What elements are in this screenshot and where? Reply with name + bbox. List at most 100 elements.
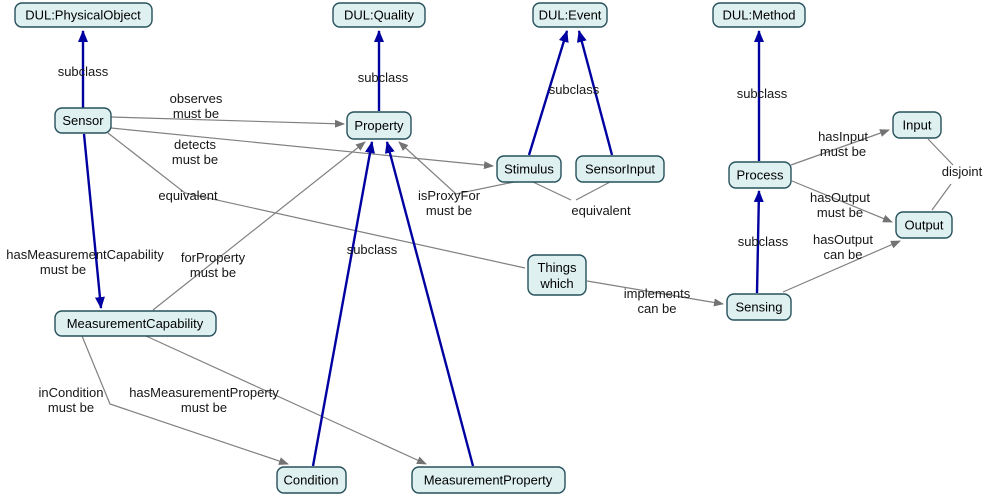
label-has-measurement-property-modality: must be: [181, 400, 227, 415]
label-in-condition-modality: must be: [48, 400, 94, 415]
label-for-property: forProperty: [181, 250, 246, 265]
node-property: Property: [346, 111, 412, 140]
label-has-output-must: hasOutput: [810, 190, 870, 205]
node-box: [346, 111, 412, 140]
label-observes: observes: [170, 91, 223, 106]
node-sensing: Sensing: [726, 293, 792, 321]
node-label: Condition: [284, 473, 339, 488]
edge-disjoint-1: [927, 138, 954, 166]
node-label: Output: [904, 218, 943, 233]
label-has-measurement-capability-modality: must be: [40, 262, 86, 277]
edge-subclass-sensing-process: [753, 190, 764, 294]
label-equivalent-stimulus: equivalent: [571, 203, 631, 218]
node-dul-physical-object: DUL:PhysicalObject: [14, 2, 153, 28]
label-subclass-sensing: subclass: [738, 234, 789, 249]
edge-observes: [110, 116, 345, 128]
node-output: Output: [895, 211, 953, 239]
label-is-proxy-for-modality: must be: [426, 203, 472, 218]
edge-implements: [586, 280, 724, 307]
label-observes-modality: must be: [173, 106, 219, 121]
label-for-property-modality: must be: [190, 265, 236, 280]
node-box: [276, 466, 347, 494]
node-label: Property: [354, 118, 404, 133]
node-box: [895, 211, 953, 239]
node-label: Input: [903, 118, 932, 133]
node-sensor: Sensor: [54, 107, 112, 134]
label-subclass-sensor: subclass: [58, 64, 109, 79]
node-box: [532, 2, 608, 28]
edge-labels: subclass subclass subclass subclass subc…: [6, 64, 982, 415]
label-in-condition: inCondition: [38, 385, 103, 400]
edges: [78, 30, 954, 467]
node-label: Stimulus: [504, 162, 554, 177]
node-box: [728, 161, 792, 189]
node-box: [496, 155, 562, 183]
label-implements-modality: can be: [637, 301, 676, 316]
node-box: [527, 254, 587, 296]
edge-has-output-can: [782, 240, 901, 293]
edge-has-output-must: [791, 180, 893, 223]
edge-has-input: [790, 129, 890, 166]
node-label: DUL:Quality: [344, 8, 415, 23]
label-has-output-must-modality: must be: [817, 205, 863, 220]
node-label: Sensor: [62, 113, 104, 128]
node-label: Process: [737, 168, 784, 183]
edge-subclass-condition-property: [311, 141, 375, 467]
node-label: MeasurementProperty: [424, 473, 553, 488]
edge-detects: [110, 127, 494, 170]
node-stimulus: Stimulus: [496, 155, 562, 183]
edge-has-measurement-capability: [82, 133, 105, 309]
node-box: [54, 107, 112, 134]
node-box: [726, 293, 792, 321]
label-is-proxy-for: isProxyFor: [418, 188, 481, 203]
edge-has-measurement-property: [145, 335, 427, 465]
label-disjoint: disjoint: [942, 164, 983, 179]
edge-subclass-sensorinput-event: [576, 30, 614, 156]
node-box: [892, 111, 942, 139]
label-detects-modality: must be: [172, 152, 218, 167]
edge-for-property: [152, 141, 366, 311]
node-box: [575, 155, 665, 183]
node-dul-event: DUL:Event: [532, 2, 608, 28]
label-has-output-can-modality: can be: [823, 247, 862, 262]
node-dul-quality: DUL:Quality: [332, 2, 426, 28]
edge-in-condition: [81, 335, 289, 465]
node-label: MeasurementCapability: [67, 316, 204, 331]
node-box: [332, 2, 426, 28]
label-subclass-property-children: subclass: [347, 242, 398, 257]
node-label: DUL:Method: [723, 8, 796, 23]
label-equivalent-sensor: equivalent: [158, 188, 218, 203]
label-detects: detects: [174, 137, 216, 152]
node-box: [54, 310, 217, 337]
node-box: [712, 2, 806, 28]
label-has-measurement-capability: hasMeasurementCapability: [6, 247, 164, 262]
edge-equivalent-sensor-thingswhich: [107, 132, 526, 269]
label-has-output-can: hasOutput: [813, 232, 873, 247]
label-implements: implements: [624, 286, 691, 301]
node-process: Process: [728, 161, 792, 189]
node-measurement-capability: MeasurementCapability: [54, 310, 217, 337]
edge-subclass-stimulus-event: [527, 30, 569, 156]
node-label: DUL:Event: [539, 8, 602, 23]
node-label: SensorInput: [585, 162, 655, 177]
node-input: Input: [892, 111, 942, 139]
node-dul-method: DUL:Method: [712, 2, 806, 28]
node-things-which: Things which: [527, 254, 587, 296]
label-has-input: hasInput: [818, 129, 868, 144]
label-has-input-modality: must be: [820, 144, 866, 159]
node-label: Sensing: [736, 300, 783, 315]
node-label: DUL:PhysicalObject: [25, 8, 141, 23]
node-label-line2: which: [539, 276, 573, 291]
edge-equivalent-stimulus-2: [575, 181, 611, 201]
label-subclass-method: subclass: [737, 86, 788, 101]
label-subclass-property: subclass: [358, 70, 409, 85]
edge-disjoint-2: [931, 183, 952, 211]
edge-equivalent-stimulus-1: [532, 181, 572, 201]
edge-is-proxy-for: [398, 141, 515, 195]
node-label-line1: Things: [537, 260, 577, 275]
nodes: DUL:PhysicalObject DUL:Quality DUL:Event…: [14, 2, 953, 494]
node-measurement-property: MeasurementProperty: [411, 466, 566, 494]
node-box: [14, 2, 153, 28]
